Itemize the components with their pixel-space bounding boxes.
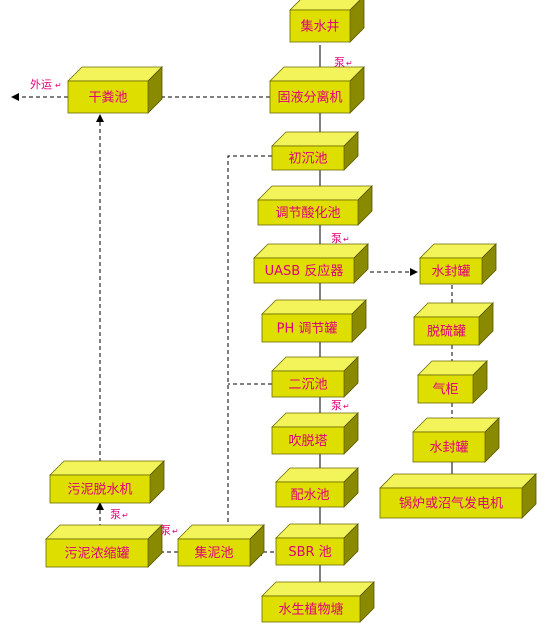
box-front-face <box>289 9 351 43</box>
box-front-face <box>271 426 345 455</box>
sbr-box: SBR 池 <box>275 523 359 566</box>
box-front-face <box>45 538 149 568</box>
pump-label-5: 泵 <box>110 508 121 521</box>
mixing-pool-label: 配水池 <box>290 488 329 503</box>
dashed-primary-to-sludge <box>224 155 272 541</box>
box-front-face <box>271 145 345 171</box>
pump-label-2: 泵 <box>331 232 342 245</box>
collect-well-label: 集水井 <box>300 19 339 35</box>
primary-settling-label: 初沉池 <box>288 152 327 167</box>
boiler-generator-label: 锅炉或沼气发电机 <box>399 496 503 512</box>
water-seal-1-box: 水封罐 <box>419 243 497 285</box>
sbr-label: SBR 池 <box>288 545 331 560</box>
dry-manure-pool-box: 干粪池 <box>67 66 163 114</box>
box-top-face <box>271 356 359 372</box>
box-front-face <box>417 374 474 404</box>
stripping-tower-box: 吹脱塔 <box>271 412 359 455</box>
box-top-face <box>257 185 373 201</box>
dry-manure-pool-label: 干粪池 <box>88 91 127 106</box>
box-front-face <box>275 481 345 508</box>
process-boxes: 集水井固液分离机干粪池初沉池调节酸化池UASB 反应器水封罐PH 调节罐脱硫罐二… <box>45 0 537 623</box>
box-front-face <box>49 474 151 504</box>
boiler-generator-box: 锅炉或沼气发电机 <box>379 473 537 519</box>
water-seal-1-label: 水封罐 <box>431 265 470 280</box>
box-front-face <box>257 199 359 226</box>
acidification-box: 调节酸化池 <box>257 185 373 226</box>
box-front-face <box>271 370 345 398</box>
ph-tank-label: PH 调节罐 <box>277 322 338 337</box>
mixing-pool-box: 配水池 <box>275 467 359 508</box>
uasb-box: UASB 反应器 <box>253 243 369 284</box>
box-front-face <box>177 538 251 567</box>
box-top-face <box>379 473 537 489</box>
box-front-face <box>379 487 523 519</box>
sludge-pool-box: 集泥池 <box>177 524 265 567</box>
box-front-face <box>253 257 355 284</box>
export-para-mark: ↵ <box>55 81 62 90</box>
pump-para-mark-1: ↵ <box>346 59 353 68</box>
sludge-pool-label: 集泥池 <box>194 545 233 561</box>
pump-label-1: 泵 <box>334 56 345 69</box>
desulfurization-box: 脱硫罐 <box>413 302 494 346</box>
box-top-face <box>261 299 367 315</box>
secondary-settling-label: 二沉池 <box>288 378 327 393</box>
box-top-face <box>271 412 359 428</box>
pump-label-4: 泵 <box>160 524 171 537</box>
sludge-dewater-label: 污泥脱水机 <box>67 483 132 498</box>
acidification-label: 调节酸化池 <box>275 206 340 221</box>
box-front-face <box>67 80 149 114</box>
gas-holder-box: 气柜 <box>417 360 488 404</box>
ph-tank-box: PH 调节罐 <box>261 299 367 343</box>
desulfurization-label: 脱硫罐 <box>427 325 466 340</box>
box-top-face <box>261 581 375 597</box>
export-label: 外运 <box>30 78 52 91</box>
box-top-face <box>269 66 365 82</box>
box-top-face <box>67 66 163 82</box>
pump-para-mark-4: ↵ <box>172 527 179 536</box>
sludge-thickener-label: 污泥浓缩罐 <box>64 546 129 562</box>
aquatic-pond-label: 水生植物塘 <box>278 602 343 618</box>
box-top-face <box>412 417 500 433</box>
solid-liquid-separator-label: 固液分离机 <box>277 90 342 106</box>
water-seal-2-label: 水封罐 <box>429 441 468 456</box>
water-seal-2-box: 水封罐 <box>412 417 500 463</box>
box-front-face <box>412 431 486 463</box>
box-top-face <box>253 243 369 259</box>
aquatic-pond-box: 水生植物塘 <box>261 581 375 623</box>
box-top-face <box>49 460 165 476</box>
box-front-face <box>275 537 345 566</box>
box-front-face <box>261 595 361 623</box>
primary-settling-box: 初沉池 <box>271 131 359 171</box>
box-front-face <box>261 313 353 343</box>
solid-liquid-separator-box: 固液分离机 <box>269 66 365 114</box>
box-front-face <box>413 316 480 346</box>
collect-well-box: 集水井 <box>289 0 365 43</box>
box-front-face <box>419 257 483 285</box>
stripping-tower-label: 吹脱塔 <box>288 434 327 449</box>
pump-para-mark-5: ↵ <box>122 511 129 520</box>
box-top-face <box>271 131 359 147</box>
pump-para-mark-2: ↵ <box>343 235 350 244</box>
box-top-face <box>45 524 163 540</box>
pump-label-3: 泵 <box>331 399 342 412</box>
pump-para-mark-3: ↵ <box>343 402 350 411</box>
box-front-face <box>269 80 351 114</box>
sludge-dewater-box: 污泥脱水机 <box>49 460 165 504</box>
box-top-face <box>177 524 265 540</box>
gas-holder-label: 气柜 <box>432 382 458 398</box>
annotations: 外运 ↵ 泵 ↵ 泵 ↵ 泵 ↵ 泵 ↵ 泵 ↵ <box>30 56 353 537</box>
uasb-label: UASB 反应器 <box>265 263 344 279</box>
secondary-settling-box: 二沉池 <box>271 356 359 398</box>
sludge-thickener-box: 污泥浓缩罐 <box>45 524 163 568</box>
